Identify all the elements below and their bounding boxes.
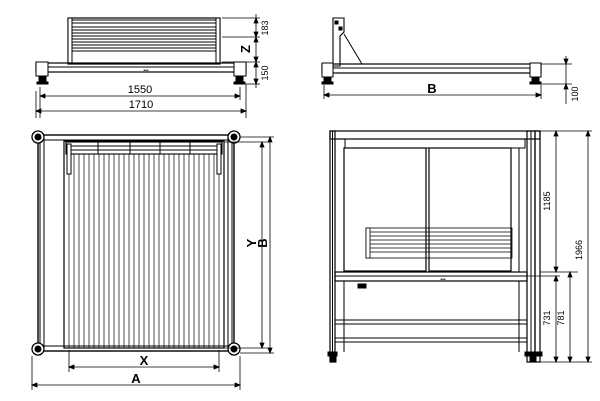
dim-label-b-plan: B — [255, 238, 270, 247]
dim-label-781: 781 — [556, 310, 566, 325]
slats — [68, 141, 220, 348]
side-headboard — [332, 17, 363, 67]
canopy-top-beam — [329, 130, 541, 140]
dim-label-731: 731 — [542, 310, 552, 325]
dim-label-b-side: B — [427, 81, 436, 96]
dim-label-a: A — [131, 371, 141, 386]
plan-view: X A Y B — [30, 130, 274, 390]
canopy-side-view: ••• 1185 19 — [327, 129, 592, 364]
plan-dimension-lines — [30, 135, 274, 390]
canopy-panels — [343, 147, 520, 272]
svg-text:•••: ••• — [440, 277, 446, 283]
front-elevation-view: ••• 1550 1710 — [34, 14, 270, 118]
dim-label-1710: 1710 — [129, 99, 153, 111]
dim-label-y: Y — [244, 238, 259, 247]
front-dimension-lines — [34, 14, 260, 118]
canopy-dimension-lines — [527, 129, 592, 364]
svg-text:•••: ••• — [143, 68, 149, 74]
corner-posts — [31, 130, 241, 356]
dim-label-183: 183 — [260, 20, 270, 35]
dim-label-150: 150 — [260, 65, 270, 80]
canopy-posts — [327, 130, 543, 363]
plan-outer-frame — [37, 134, 235, 352]
bed-rail: ••• — [35, 61, 247, 85]
side-elevation-view: B 100 — [321, 17, 580, 104]
headboard — [67, 17, 221, 65]
canopy-headboard — [365, 227, 513, 259]
plan-headboard — [65, 141, 223, 175]
dim-label-100: 100 — [570, 86, 580, 101]
dim-label-1966: 1966 — [574, 240, 584, 260]
dim-label-1550: 1550 — [128, 84, 152, 96]
dim-label-z: Z — [238, 45, 253, 53]
canopy-bed-rail: ••• — [334, 271, 528, 352]
dim-label-1185: 1185 — [542, 191, 552, 210]
side-rail — [321, 62, 542, 85]
dim-label-x: X — [140, 353, 149, 368]
side-dimension-lines — [322, 56, 572, 104]
